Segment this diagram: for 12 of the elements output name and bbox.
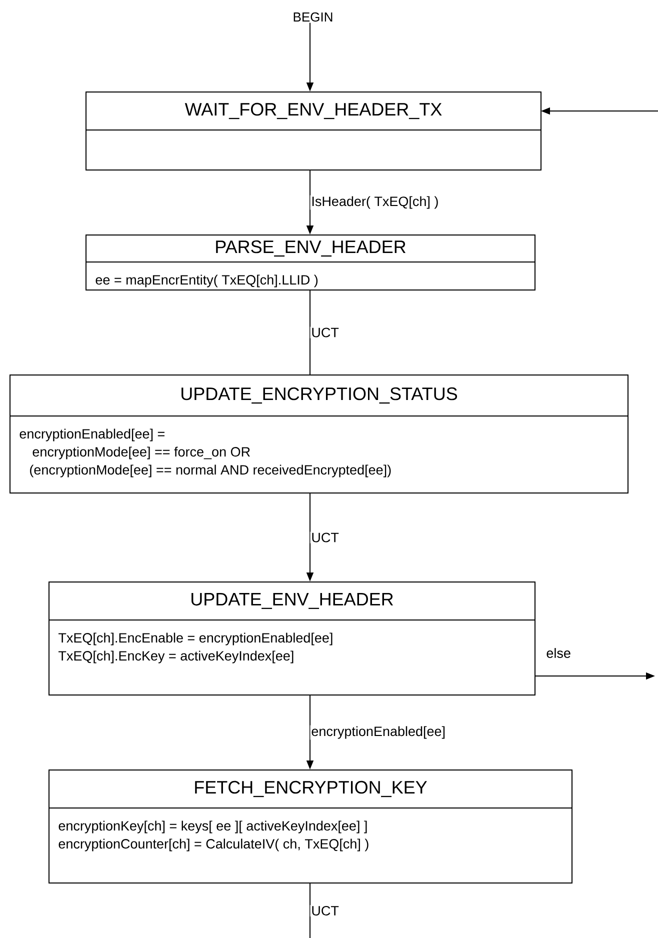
state-box: WAIT_FOR_ENV_HEADER_TX — [86, 92, 542, 170]
edge-label: encryptionEnabled[ee] — [310, 725, 447, 740]
edge-label: UCT — [310, 532, 340, 544]
edge-label: UCT — [310, 904, 340, 917]
edge-label: UCT — [310, 326, 340, 338]
state-box: PARSE_ENV_HEADER ee = mapEncrEntity( TxEQ[ch].LLID ) — [86, 234, 536, 290]
state-box: UPDATE_ENV_HEADER TxEQ[ch].EncEnable = encryptionEnabled[ee] TxEQ[ch].EncKey = activeKeyIndex[ee] — [48, 582, 536, 696]
edge-label: else — [545, 647, 572, 659]
edge-label: IsHeader( TxEQ[ch] ) — [310, 195, 440, 210]
state-box: UPDATE_ENCRYPTION_STATUS encryptionEnabled[ee] = encryptionMode[ee] == force_on OR (encryptionMode[ee] == normal AND receivedEncrypted[ee]) — [10, 374, 628, 494]
start-label: BEGIN — [294, 12, 332, 22]
state-box: FETCH_ENCRYPTION_KEY encryptionKey[ch] = keys[ ee ][ activeKeyIndex[ee] ] encryptionCounter[ch] = CalculateIV( ch, TxEQ[ch] ) — [48, 770, 572, 884]
